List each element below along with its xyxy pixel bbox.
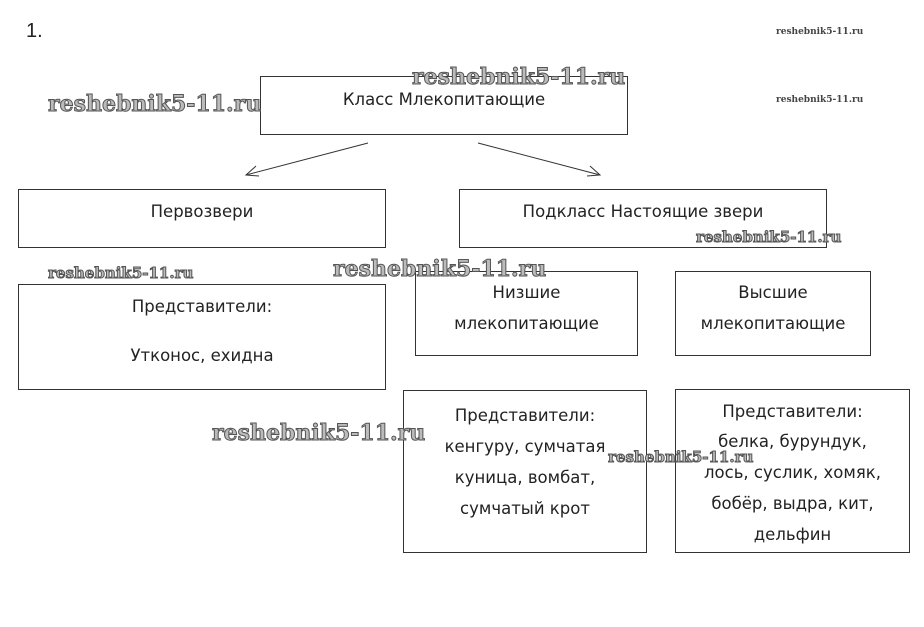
root-label: Класс Млекопитающие — [342, 90, 546, 109]
arrow-right-head — [586, 165, 602, 177]
higher-rep-line: бобёр, выдра, кит, — [711, 494, 874, 513]
lower-rep-line: кенгуру, сумчатая — [444, 437, 606, 456]
higher-line: млекопитающие — [700, 314, 846, 333]
theria-label: Подкласс Настоящие звери — [522, 202, 764, 221]
watermark: reshebnik5-11.ru — [211, 420, 426, 447]
watermark: reshebnik5-11.ru — [695, 228, 842, 247]
theria-box: Подкласс Настоящие звери — [459, 189, 827, 248]
watermark: reshebnik5-11.ru — [47, 264, 194, 283]
representatives-title: Представители: — [131, 297, 273, 316]
higher-rep-line: Представители: — [722, 402, 863, 421]
lower-line: Низшие — [492, 283, 561, 302]
lower-representatives-box: Представители: кенгуру, сумчатая куница,… — [403, 390, 647, 553]
lower-rep-line: сумчатый крот — [460, 499, 590, 518]
representatives-list: Утконос, ехидна — [130, 346, 274, 365]
watermark: reshebnik5-11.ru — [776, 27, 864, 37]
arrow-left — [245, 142, 369, 176]
arrow-left-head — [244, 165, 260, 177]
higher-mammals-box: Высшие млекопитающие — [675, 271, 871, 356]
prototheria-box: Первозвери — [18, 189, 386, 248]
higher-line: Высшие — [738, 283, 808, 302]
higher-representatives-box: Представители: белка, бурундук, лось, су… — [675, 389, 910, 553]
higher-rep-line: лось, суслик, хомяк, — [703, 463, 881, 482]
lower-rep-line: Представители: — [454, 406, 596, 425]
task-number: 1. — [26, 20, 43, 42]
root-box: Класс Млекопитающие — [260, 76, 628, 135]
watermark: reshebnik5-11.ru — [776, 95, 864, 105]
higher-rep-line: белка, бурундук, — [718, 432, 867, 451]
lower-mammals-box: Низшие млекопитающие — [415, 271, 638, 356]
higher-rep-line: дельфин — [753, 525, 832, 544]
watermark: reshebnik5-11.ru — [607, 448, 754, 467]
lower-rep-line: куница, вомбат, — [454, 468, 596, 487]
prototheria-label: Первозвери — [150, 202, 254, 221]
watermark: reshebnik5-11.ru — [411, 64, 626, 91]
watermark: reshebnik5-11.ru — [47, 91, 262, 118]
lower-line: млекопитающие — [454, 314, 599, 333]
arrow-right — [477, 142, 601, 176]
watermark: reshebnik5-11.ru — [332, 256, 547, 283]
prototheria-representatives-box: Представители: Утконос, ехидна — [18, 284, 386, 390]
